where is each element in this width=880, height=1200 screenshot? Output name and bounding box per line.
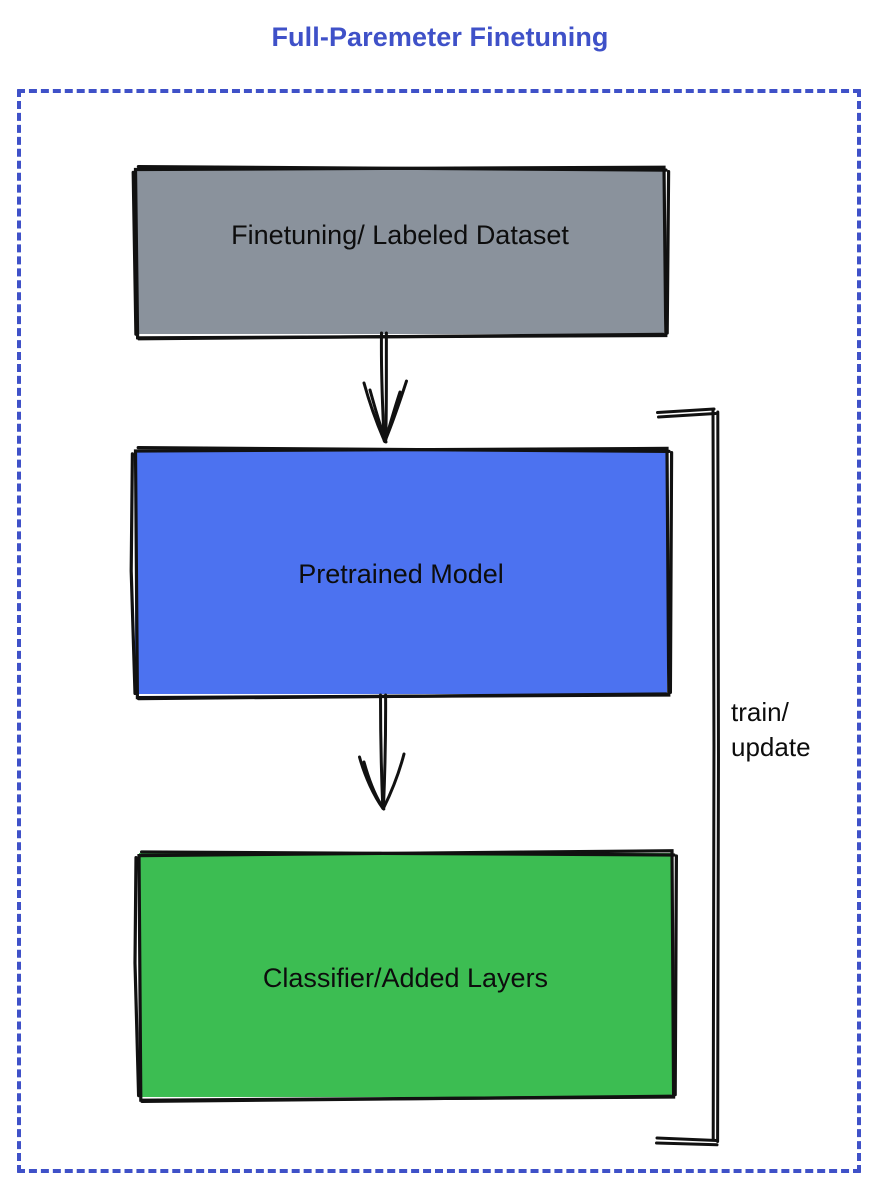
- page-title: Full-Paremeter Finetuning: [271, 22, 609, 52]
- feedback-loop-label: train/ update: [731, 695, 811, 765]
- node-label-classifier: Classifier/Added Layers: [262, 963, 549, 993]
- feedback-loop-label-line1: train/: [731, 697, 789, 727]
- node-pretrained-model[interactable]: Pretrained Model: [129, 446, 674, 701]
- node-classifier-added-layers[interactable]: Classifier/Added Layers: [133, 849, 678, 1103]
- node-label-dataset: Finetuning/ Labeled Dataset: [231, 220, 569, 250]
- node-label-pretrained: Pretrained Model: [298, 559, 504, 589]
- node-finetuning-labeled-dataset[interactable]: Finetuning/ Labeled Dataset: [131, 165, 671, 341]
- feedback-loop-label-line2: update: [731, 732, 811, 762]
- dashed-container-frame: [17, 89, 861, 1173]
- node-fill-gray: [136, 168, 664, 334]
